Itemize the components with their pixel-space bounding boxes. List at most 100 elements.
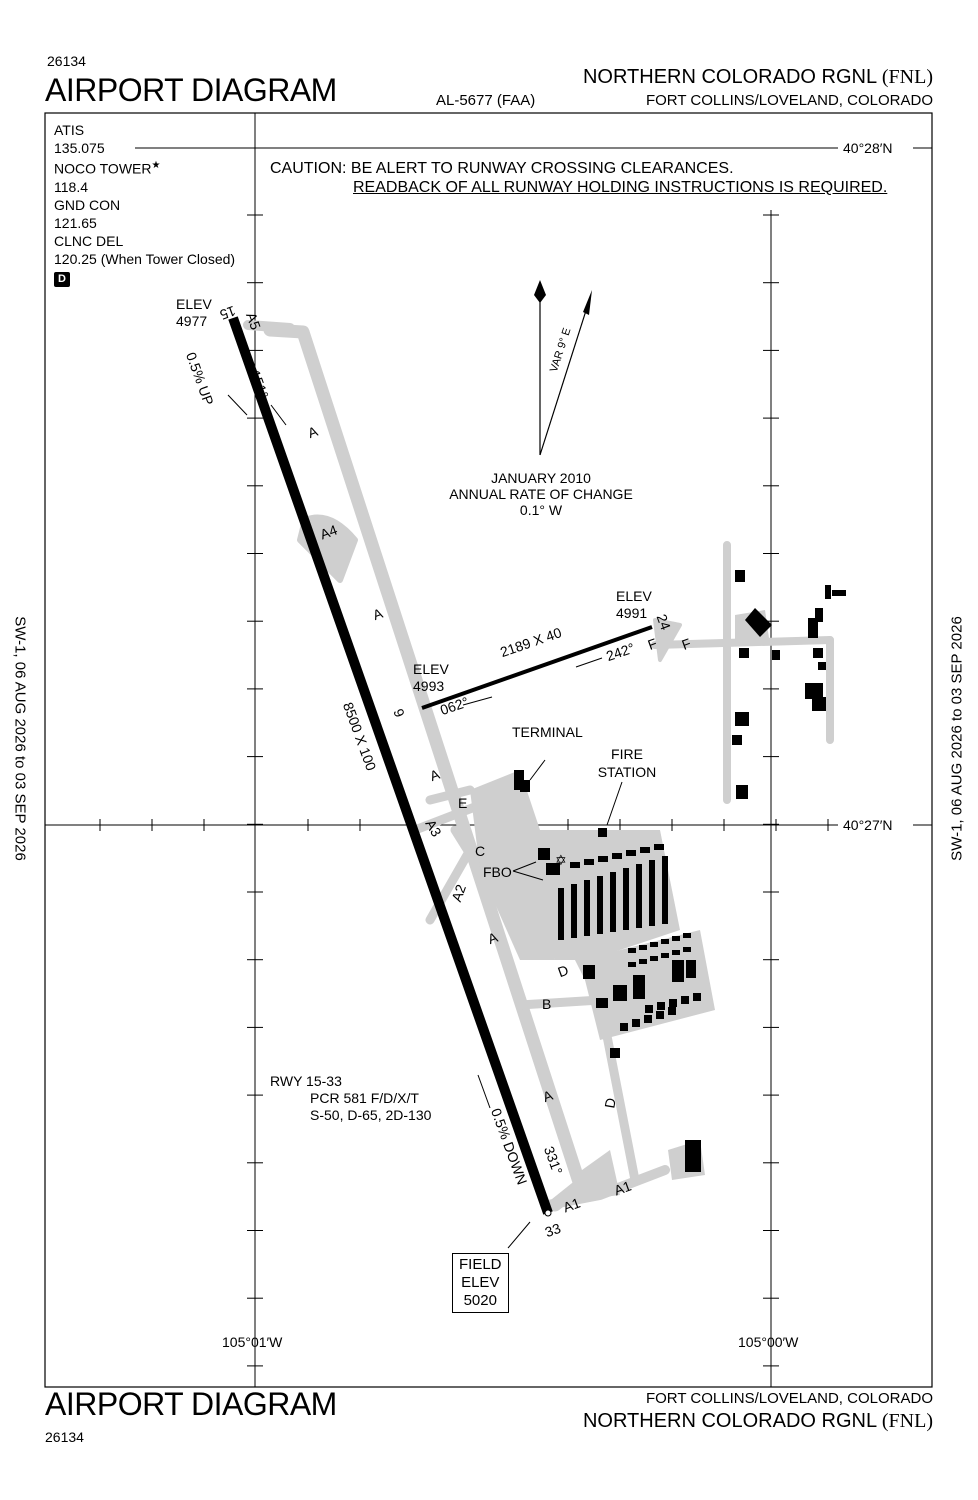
leader-lines [227,394,623,1249]
field-elev-line1: FIELD [459,1256,502,1273]
hangar [683,933,691,938]
tower-star-icon: ✡ [555,852,567,868]
hangar [597,876,603,934]
atis-freq: 135.075 [54,140,105,156]
airport-name-header: NORTHERN COLORADO RGNL (FNL) [583,66,933,89]
fire-station-line1: FIRE [611,746,643,762]
hangar [610,872,616,932]
airport-id: (FNL) [881,66,933,88]
footer-airport-name: NORTHERN COLORADO RGNL (FNL) [583,1410,933,1433]
taxiway-b-label: B [542,996,552,1012]
tower-freq: 118.4 [54,178,88,195]
al-number: AL-5677 (FAA) [436,92,536,109]
fire-station-line2: STATION [597,764,657,780]
rwy15-elev-label: ELEV [176,296,212,312]
taxiway-e-path [425,785,475,805]
field-elev-line3: 5020 [463,1292,497,1309]
hangar [644,1015,652,1023]
rwy24-elev-value: 4991 [616,605,648,621]
footer-title: AIRPORT DIAGRAM [45,1386,337,1422]
lon-west-label: 105°01′W [222,1334,283,1350]
effective-dates-left: SW-1, 06 AUG 2026 to 03 SEP 2026 [11,616,29,861]
taxiway-c-label: C [475,843,486,859]
caution-line2: READBACK OF ALL RUNWAY HOLDING INSTRUCTI… [353,179,888,196]
hangar-rotated [745,608,772,637]
annual-change-value: 0.1° W [519,502,563,518]
annual-change-block: JANUARY 2010 ANNUAL RATE OF CHANGE 0.1° … [441,470,641,518]
lon-east-label: 105°00′W [738,1334,799,1350]
hangar [649,860,655,926]
hangar [672,950,680,955]
annual-change-date: JANUARY 2010 [491,470,591,486]
rwy24-elev-label: ELEV [616,588,652,604]
terminal-label: TERMINAL [512,724,583,740]
hangar [661,953,669,958]
hangar [669,999,677,1007]
taxiway-b-path [515,995,605,1010]
terminal-building [514,770,524,790]
rwy15-elev-value: 4977 [176,313,208,329]
taxiway-east-path [723,541,834,804]
hangar [654,844,664,850]
magnetic-north-arrow [583,290,592,315]
buildings [514,570,846,1172]
hangar [620,1023,628,1031]
taxiway-a3-path [410,800,485,835]
hangar [650,956,658,961]
hangar [668,1007,676,1015]
fire-station-building [598,828,607,837]
taxiway-f-apron [653,618,682,662]
south-apron [580,930,715,1040]
hangar [571,884,577,938]
caution-line1: CAUTION: BE ALERT TO RUNWAY CROSSING CLE… [270,160,734,177]
rwy6-elev: ELEV 4993 [413,661,449,695]
clnc-label: CLNC DEL [54,232,124,249]
hangar [693,993,701,1001]
rwy-pcr: PCR 581 F/D/X/T [310,1090,419,1106]
clnc-freq: 120.25 (When Tower Closed) [54,250,236,267]
hangar [672,936,680,941]
rwy6-elev-label: ELEV [413,661,449,677]
lat-south-label: 40°27′N [843,817,893,833]
hangar [639,959,647,964]
rwy24-elev: ELEV 4991 [616,588,652,622]
tower-line: NOCO TOWER★ [54,157,235,178]
terminal-apron [470,770,555,960]
rwy-strength: S-50, D-65, 2D-130 [310,1107,432,1123]
rwy-designator: RWY 15-33 [270,1073,342,1089]
effective-dates-right: SW-1, 06 AUG 2026 to 03 SEP 2026 [948,616,966,861]
footer-airport-id: (FNL) [881,1410,933,1432]
taxiway-c-path [450,825,485,875]
hangar [656,1011,664,1019]
annual-change-label: ANNUAL RATE OF CHANGE [449,486,633,502]
hangar [570,862,580,868]
true-north-arrow [534,280,546,303]
rwy6-elev-value: 4993 [413,678,445,694]
tower-label: NOCO TOWER [54,160,152,177]
hangar [623,868,629,930]
d-box: D [54,271,70,287]
page-title: AIRPORT DIAGRAM [45,72,337,108]
taxiway-e-label: E [458,795,468,811]
location-header: FORT COLLINS/LOVELAND, COLORADO [645,92,933,109]
rwy33-apron [575,1150,620,1200]
rwy15-elev: ELEV 4977 [176,296,212,330]
fbo-building [538,848,550,860]
hangar-rows [558,844,701,1031]
hangar [612,853,622,859]
footer-location: FORT COLLINS/LOVELAND, COLORADO [645,1390,933,1407]
lat-north-label: 40°28′N [843,140,893,156]
hangar [661,939,669,944]
hangar [640,847,650,853]
hangar [632,1019,640,1027]
hangar [650,942,658,947]
diagram-frame [44,112,933,1388]
hangar [558,888,564,940]
gnd-label: GND CON [54,196,121,213]
field-elevation-box: FIELD ELEV 5020 [452,1253,509,1313]
runway-6-24 [421,625,653,710]
rwy-data-block: RWY 15-33 PCR 581 F/D/X/T S-50, D-65, 2D… [270,1073,431,1124]
hangar [584,880,590,936]
fbo-label: FBO [483,864,512,880]
